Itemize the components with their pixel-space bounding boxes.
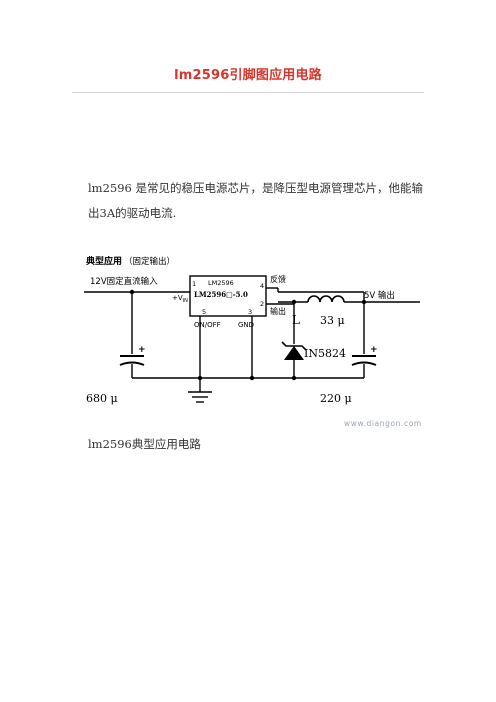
onoff-label: ON/OFF [194, 321, 221, 329]
chip-top-label: LM2596 [208, 279, 234, 287]
watermark: www.diangon.com [344, 419, 422, 428]
vin-label: +VIN [172, 294, 188, 304]
chip-label: LM2596□-5.0 [194, 290, 248, 299]
output-pin-label: 输出 [270, 306, 286, 316]
circuit-diagram: 典型应用 （固定输出） 12V固定直流输入 + 680 μ LM2596 LM2… [84, 255, 422, 428]
gnd-label: GND [238, 321, 254, 329]
input-label: 12V固定直流输入 [90, 276, 158, 287]
feedback-label: 反馈 [270, 274, 286, 284]
pin-1: 1 [192, 280, 196, 288]
diode-bar [281, 341, 307, 351]
pin-5: 5 [202, 308, 206, 316]
pin-3: 3 [248, 308, 252, 316]
lm2596-chip [189, 275, 267, 317]
cap-in-plate-bottom [119, 361, 145, 366]
circuit-heading: 典型应用 [86, 255, 122, 267]
title-divider [72, 92, 424, 93]
diode-triangle [284, 346, 304, 360]
figure-caption: lm2596典型应用电路 [88, 437, 201, 451]
circuit-heading-note: （固定输出） [124, 256, 175, 267]
output-label: 5V 输出 [364, 290, 395, 301]
cap-in-plus: + [138, 345, 146, 355]
cap-out-value: 220 μ [320, 392, 352, 405]
cap-out-plate-bottom [351, 361, 377, 366]
pin-4: 4 [260, 282, 264, 290]
cap-out-plus: + [370, 345, 378, 355]
inductor-value: 33 μ [320, 314, 345, 327]
pin-2: 2 [260, 300, 264, 308]
intro-paragraph: lm2596 是常见的稳压电源芯片，是降压型电源管理芯片，他能输出3A的驱动电流… [88, 181, 424, 220]
document-title: lm2596引脚图应用电路 [174, 68, 322, 83]
inductor-coil [307, 295, 345, 303]
inductor-letter: L [292, 313, 300, 327]
cap-in-value: 680 μ [86, 392, 118, 405]
diode-label: IN5824 [304, 347, 346, 360]
